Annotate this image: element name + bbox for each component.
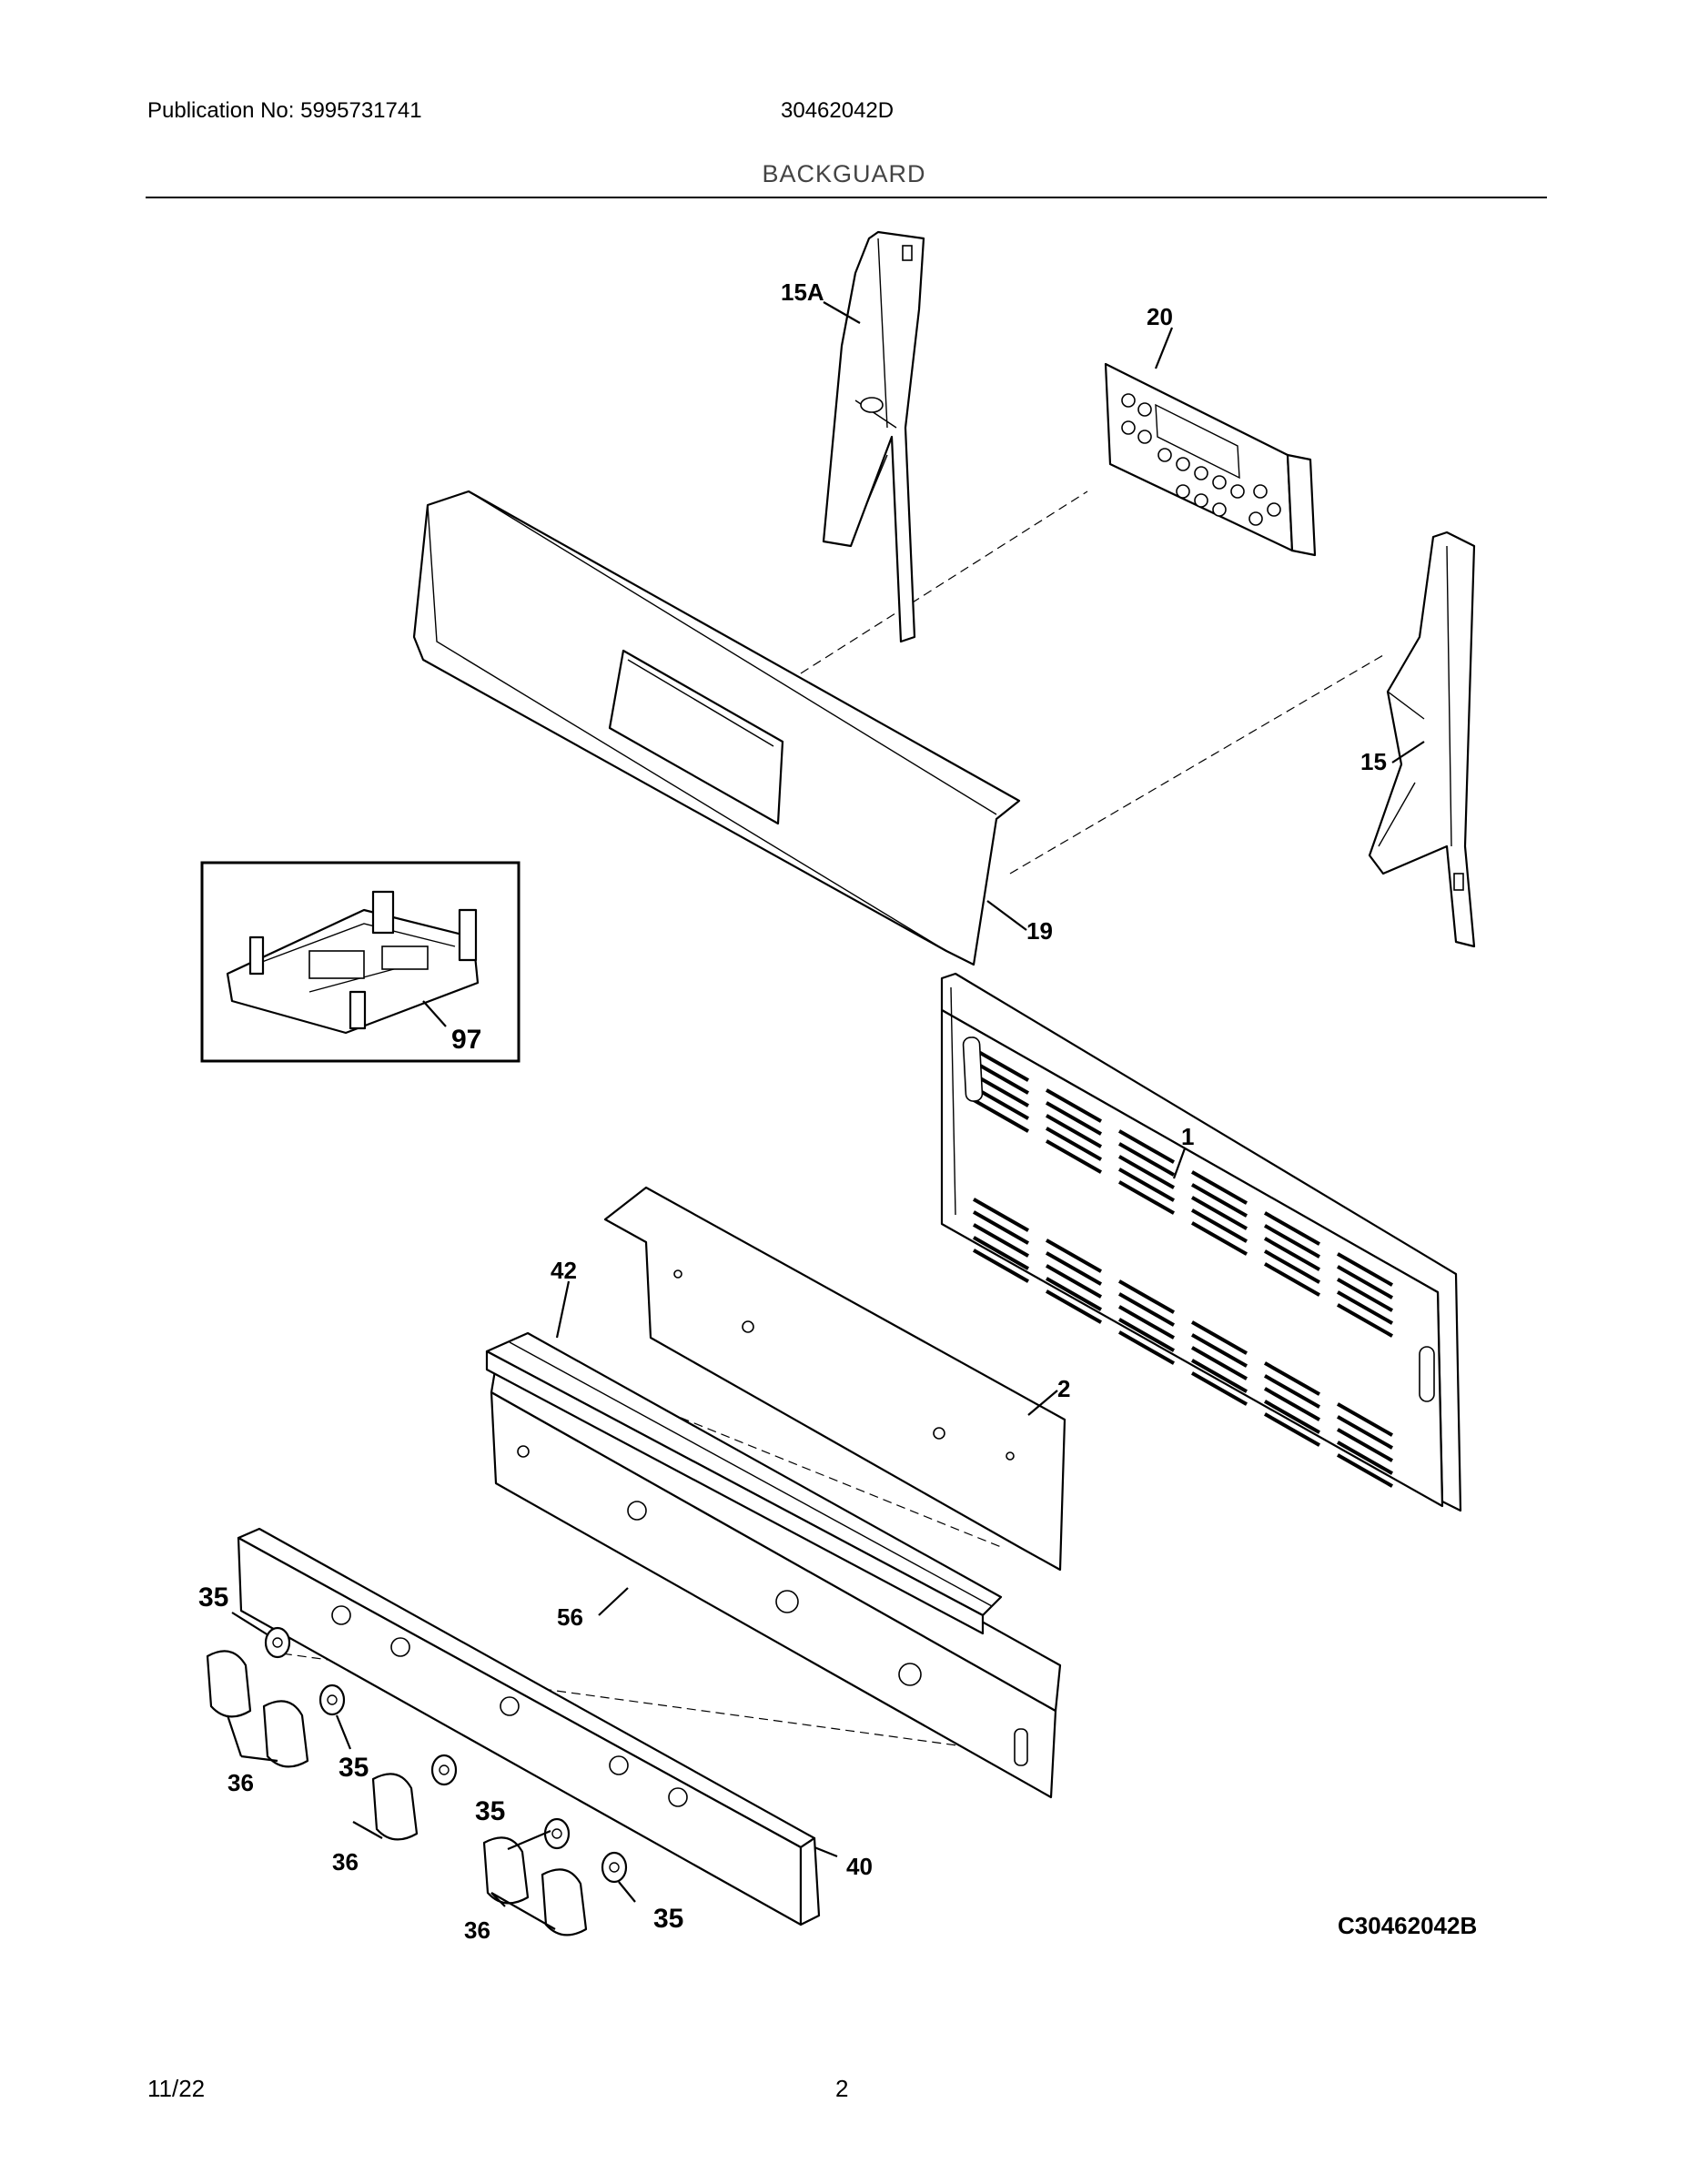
- callout-40: 40: [846, 1853, 873, 1880]
- vent-louver: [1118, 1129, 1175, 1164]
- vent-louver: [1337, 1441, 1393, 1475]
- vent-louvers: [973, 1047, 1393, 1488]
- vent-louver: [1264, 1262, 1320, 1297]
- drawing-code: C30462042B: [1338, 1912, 1477, 1939]
- vent-louver: [1337, 1428, 1393, 1462]
- callout-35b: 35: [339, 1753, 369, 1783]
- footer-page-number: 2: [835, 2075, 849, 2102]
- vent-louver: [973, 1249, 1029, 1283]
- vent-louver: [1337, 1278, 1393, 1312]
- backguard-panel-19: [412, 490, 1021, 966]
- vent-louver: [1046, 1114, 1102, 1148]
- vent-louver: [1046, 1277, 1102, 1311]
- vent-louver: [1118, 1279, 1175, 1314]
- vent-louver: [1337, 1453, 1393, 1488]
- vent-louver: [1118, 1155, 1175, 1189]
- callout-36b: 36: [332, 1848, 359, 1876]
- vent-louver: [1191, 1320, 1248, 1355]
- vent-louver: [1264, 1361, 1320, 1396]
- vent-louver: [1046, 1289, 1102, 1324]
- vent-louver: [1264, 1237, 1320, 1271]
- callout-97: 97: [451, 1025, 481, 1055]
- side-bracket-15a: [822, 230, 925, 643]
- vent-louver: [1046, 1251, 1102, 1286]
- heat-shield-2: [603, 1186, 1066, 1572]
- vent-louver: [1046, 1239, 1102, 1273]
- vent-louver: [1337, 1402, 1393, 1437]
- board-buttons: [1121, 393, 1281, 526]
- vent-louver: [1046, 1139, 1102, 1174]
- control-panel-40: [237, 1527, 821, 1926]
- vent-louver: [1191, 1371, 1248, 1406]
- vent-louver: [973, 1223, 1029, 1258]
- vent-louver: [1046, 1088, 1102, 1123]
- vent-louver: [1337, 1265, 1393, 1299]
- callout-15a: 15A: [781, 278, 824, 306]
- vent-louver: [973, 1210, 1029, 1245]
- vent-louver: [973, 1073, 1029, 1107]
- vent-louver: [1191, 1346, 1248, 1380]
- vent-louver: [1191, 1183, 1248, 1218]
- vent-louver: [1264, 1211, 1320, 1246]
- vent-louver: [1046, 1264, 1102, 1299]
- vent-louver: [1191, 1208, 1248, 1243]
- vent-louver: [1046, 1101, 1102, 1136]
- valve-bezels-35: [264, 1626, 628, 1884]
- footer-date: 11/22: [147, 2075, 206, 2102]
- callout-35c: 35: [475, 1796, 505, 1826]
- inset-box-97: [200, 861, 521, 1063]
- callout-42: 42: [551, 1257, 577, 1284]
- callout-labels: 15A 20 15 19 97 1 42 2 56 35 35 35 35 36…: [198, 278, 1477, 1944]
- vent-louver: [1337, 1415, 1393, 1450]
- leader-lines: [226, 301, 1425, 1930]
- vent-louver: [1118, 1168, 1175, 1202]
- vent-louver: [1118, 1292, 1175, 1327]
- vent-louver: [1337, 1290, 1393, 1325]
- control-board-20: [1104, 362, 1317, 557]
- vent-louver: [1118, 1318, 1175, 1352]
- callout-20: 20: [1147, 303, 1173, 330]
- vent-louver: [973, 1098, 1029, 1133]
- vent-louver: [973, 1060, 1029, 1095]
- front-rail-42: [485, 1331, 1003, 1635]
- vent-louver: [1118, 1305, 1175, 1340]
- vent-louver: [1046, 1127, 1102, 1161]
- header-rule: [146, 197, 1547, 198]
- vent-louver: [1264, 1249, 1320, 1284]
- vent-louver: [1191, 1221, 1248, 1256]
- callout-56: 56: [557, 1603, 583, 1631]
- side-bracket-15: [1368, 531, 1476, 948]
- vent-louver: [1264, 1412, 1320, 1447]
- vent-louver: [1337, 1303, 1393, 1338]
- vent-louver: [1264, 1387, 1320, 1421]
- callout-36a: 36: [227, 1769, 254, 1796]
- vent-louver: [1191, 1196, 1248, 1230]
- vent-louver: [1337, 1252, 1393, 1287]
- callout-35d: 35: [653, 1904, 683, 1934]
- vent-louver: [973, 1047, 1029, 1082]
- callout-35a: 35: [198, 1582, 228, 1613]
- vent-louver: [1264, 1224, 1320, 1259]
- control-knobs-36: [206, 1650, 588, 1936]
- vent-louver: [1118, 1180, 1175, 1215]
- rear-panel-1: [940, 972, 1462, 1512]
- model-number: 30462042D: [781, 98, 895, 123]
- callout-36c: 36: [464, 1916, 490, 1944]
- vent-louver: [1118, 1142, 1175, 1177]
- callout-15: 15: [1360, 748, 1387, 775]
- callout-19: 19: [1026, 917, 1053, 945]
- callout-1: 1: [1181, 1123, 1194, 1150]
- section-title: BACKGUARD: [762, 160, 926, 187]
- vent-louver: [1191, 1333, 1248, 1368]
- vent-louver: [1191, 1170, 1248, 1205]
- vent-louver: [1264, 1400, 1320, 1434]
- publication-number: Publication No: 5995731741: [147, 98, 422, 123]
- vent-louver: [1264, 1374, 1320, 1409]
- vent-louver: [1191, 1359, 1248, 1393]
- vent-louver: [973, 1236, 1029, 1270]
- callout-2: 2: [1057, 1375, 1070, 1402]
- vent-louver: [1118, 1330, 1175, 1365]
- vent-louver: [973, 1198, 1029, 1232]
